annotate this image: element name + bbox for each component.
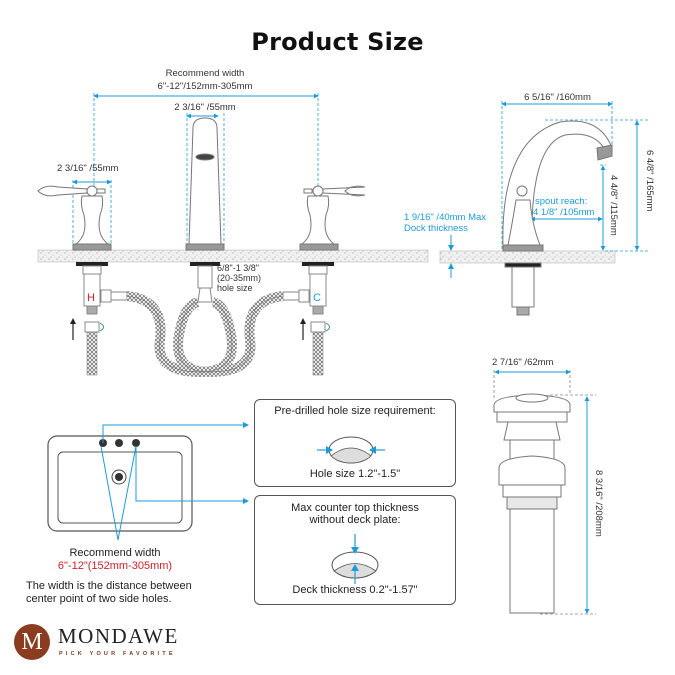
counter-thickness-title-1: Max counter top thickness <box>291 502 419 514</box>
brand-logo-icon: M <box>14 624 50 660</box>
hot-handle <box>37 185 112 251</box>
hole-size-line3: hole size <box>217 283 253 293</box>
spout-front <box>185 117 225 251</box>
front-view <box>37 93 429 378</box>
sink-note-line1: The width is the distance between <box>26 580 192 592</box>
sink-recommend-value: 6"-12"(152mm-305mm) <box>57 560 173 572</box>
spout-base-width: 2 3/16" /55mm <box>174 102 236 113</box>
up-arrow-icon <box>300 318 306 340</box>
spout-reach-value: 4 1/8" /105mm <box>533 207 595 218</box>
brand-tagline: PICK YOUR FAVORITE <box>59 651 176 657</box>
thickness-illustration <box>331 534 379 584</box>
spout-reach-label: spout reach: <box>535 196 588 207</box>
sink-note-line2: center point of two side holes. <box>26 593 172 605</box>
countertop <box>37 249 429 263</box>
sink-diagram <box>47 422 249 541</box>
logo-letter: M <box>21 629 43 655</box>
counter-thickness-box: Max counter top thickness without deck p… <box>254 495 456 605</box>
hole-size-value: Hole size 1.2"-1.5" <box>309 468 401 480</box>
hole-illustration <box>317 436 385 464</box>
drain-width-label: 2 7/16" /62mm <box>492 357 554 368</box>
sink-recommend-label: Recommend width <box>69 547 161 559</box>
counter-thickness-title-2: without deck plate: <box>309 514 401 526</box>
brand-name: MONDAWE <box>58 624 179 648</box>
deck-thickness-line2: Dock thickness <box>404 223 468 234</box>
drain-height-label: 8 3/16" /208mm <box>593 470 604 537</box>
cold-marker: C <box>313 292 321 304</box>
side-view <box>439 101 650 316</box>
hole-right <box>132 439 140 447</box>
hot-marker: H <box>87 292 95 304</box>
hole-size-line1: 6/8"-1 3/8" <box>217 263 259 273</box>
deck-thickness-value: Deck thickness 0.2"-1.57" <box>292 584 418 596</box>
handle-base-width: 2 3/16" /55mm <box>57 163 119 174</box>
spout-height-label: 4 4/8" /115mm <box>608 175 619 236</box>
hole-requirement-title: Pre-drilled hole size requirement: <box>274 405 436 417</box>
drain-view <box>493 369 596 615</box>
recommend-width-label: Recommend width <box>165 68 245 79</box>
deck-thickness-line1: 1 9/16" /40mm Max <box>404 212 487 223</box>
hole-requirement-box: Pre-drilled hole size requirement: Hole … <box>254 399 456 487</box>
recommend-width-value: 6"-12"/152mm-305mm <box>157 81 253 92</box>
up-arrow-icon <box>70 318 76 340</box>
hole-center <box>115 439 123 447</box>
hole-size-line2: (20-35mm) <box>217 273 262 283</box>
rotate-icon <box>99 322 104 332</box>
overall-depth-label: 6 5/16" /160mm <box>524 92 591 103</box>
overall-height-label: 6 4/8" /165mm <box>644 150 655 212</box>
countertop-side <box>439 250 616 264</box>
cold-handle <box>299 185 366 251</box>
page-title: Product Size <box>251 28 424 56</box>
rotate-icon <box>325 322 330 332</box>
